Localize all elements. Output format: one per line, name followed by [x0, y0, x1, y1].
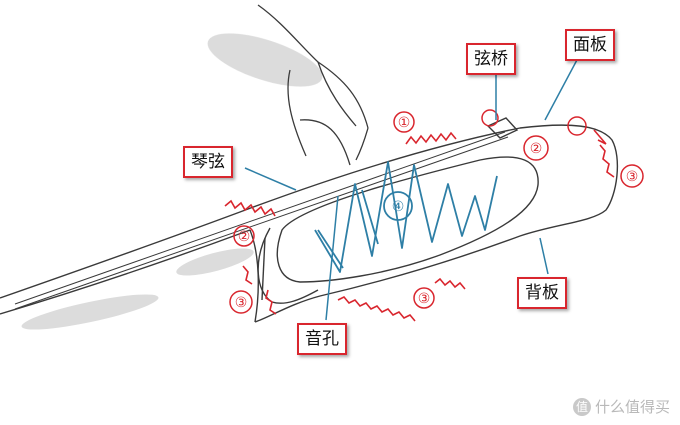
marker-1: ① [398, 115, 411, 131]
marker-3-right: ③ [626, 169, 639, 185]
watermark-logo-icon: 值 [572, 397, 591, 416]
marker-texts: ① ② ③ ② ③ ③ [235, 115, 639, 311]
label-top-plate: 面板 [565, 29, 615, 61]
hand-sketch [257, 4, 369, 166]
marker-circles [229, 109, 644, 314]
marker-2-left: ② [238, 229, 251, 245]
sound-wave [314, 161, 498, 273]
marker-4: ④ [392, 199, 405, 215]
label-strings: 琴弦 [183, 146, 233, 178]
marker-3-bottom: ③ [418, 291, 431, 307]
label-sound-hole: 音孔 [297, 323, 347, 355]
watermark: 值 什么值得买 [572, 396, 670, 417]
marker-2: ② [530, 141, 543, 157]
label-back-plate: 背板 [517, 277, 567, 309]
vibration-squiggles [224, 129, 615, 322]
watermark-text: 什么值得买 [594, 398, 670, 416]
violin-strings [14, 131, 509, 310]
marker-3-left: ③ [235, 295, 248, 311]
leader-lines [244, 57, 579, 321]
shading [21, 33, 323, 330]
label-bridge: 弦桥 [466, 43, 516, 75]
